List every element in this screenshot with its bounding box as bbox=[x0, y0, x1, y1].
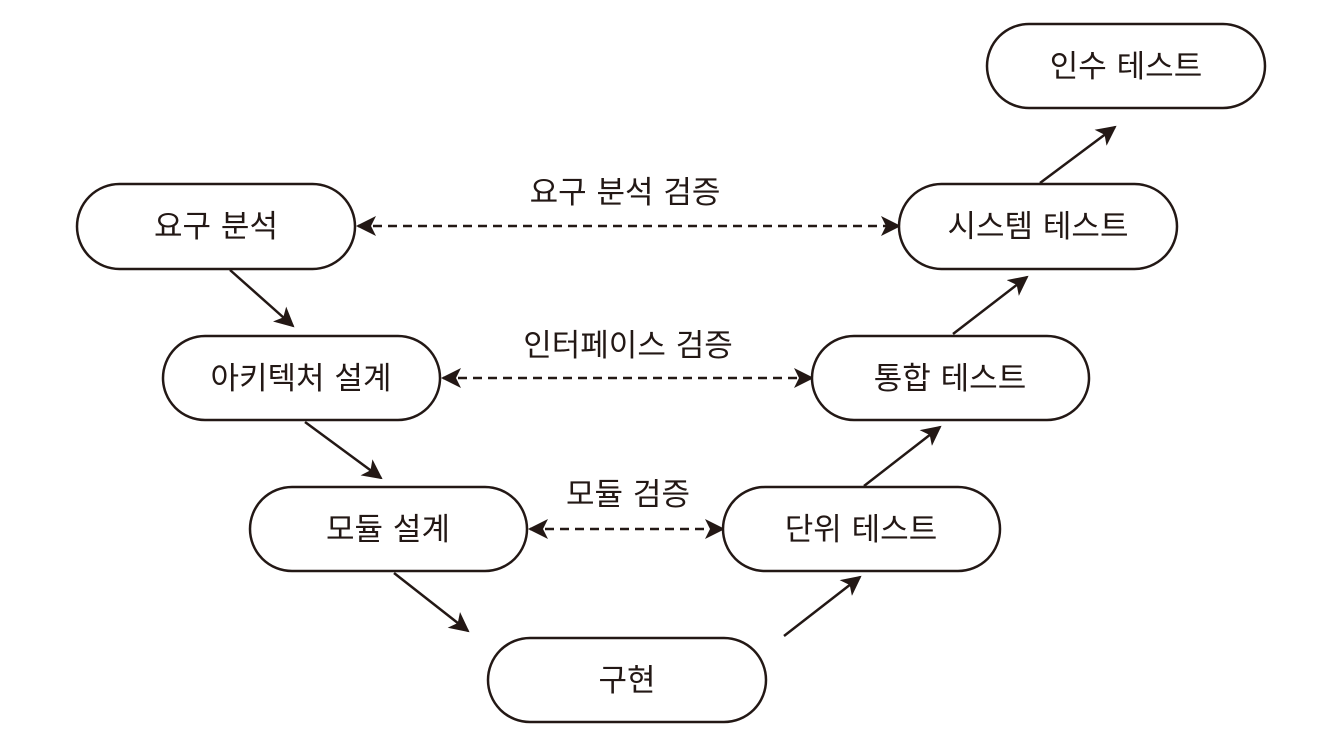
node-unit-test: 단위 테스트 bbox=[721, 485, 1002, 573]
node-integration-test-label: 통합 테스트 bbox=[874, 361, 1026, 397]
flow-arrow-integration-to-system bbox=[952, 275, 1029, 335]
node-implementation: 구현 bbox=[486, 636, 768, 724]
node-module-design-label: 모듈 설계 bbox=[326, 512, 450, 548]
node-unit-test-label: 단위 테스트 bbox=[785, 512, 937, 548]
verify-label-interface: 인터페이스 검증 bbox=[523, 328, 733, 364]
node-module-design: 모듈 설계 bbox=[248, 485, 529, 573]
verify-label-requirements: 요구 분석 검증 bbox=[530, 175, 721, 211]
node-requirements-analysis-label: 요구 분석 bbox=[154, 209, 278, 245]
node-architecture-design-label: 아키텍처 설계 bbox=[211, 361, 392, 397]
node-acceptance-test: 인수 테스트 bbox=[985, 22, 1267, 110]
verify-label-module: 모듈 검증 bbox=[566, 477, 690, 513]
node-system-test: 시스템 테스트 bbox=[897, 182, 1179, 271]
flow-arrow-module-to-implementation bbox=[393, 572, 470, 633]
flow-arrow-requirements-to-architecture bbox=[229, 269, 295, 328]
node-integration-test: 통합 테스트 bbox=[810, 334, 1091, 422]
flow-arrow-unit-to-integration bbox=[863, 425, 942, 487]
node-requirements-analysis: 요구 분석 bbox=[75, 182, 357, 271]
node-architecture-design: 아키텍처 설계 bbox=[161, 334, 442, 422]
flow-arrow-architecture-to-module bbox=[304, 420, 383, 480]
node-implementation-label: 구현 bbox=[598, 663, 655, 699]
node-acceptance-test-label: 인수 테스트 bbox=[1050, 49, 1202, 85]
node-system-test-label: 시스템 테스트 bbox=[948, 209, 1129, 245]
flow-arrow-implementation-to-unit-test bbox=[783, 575, 862, 637]
flow-arrow-system-to-acceptance bbox=[1039, 125, 1117, 185]
